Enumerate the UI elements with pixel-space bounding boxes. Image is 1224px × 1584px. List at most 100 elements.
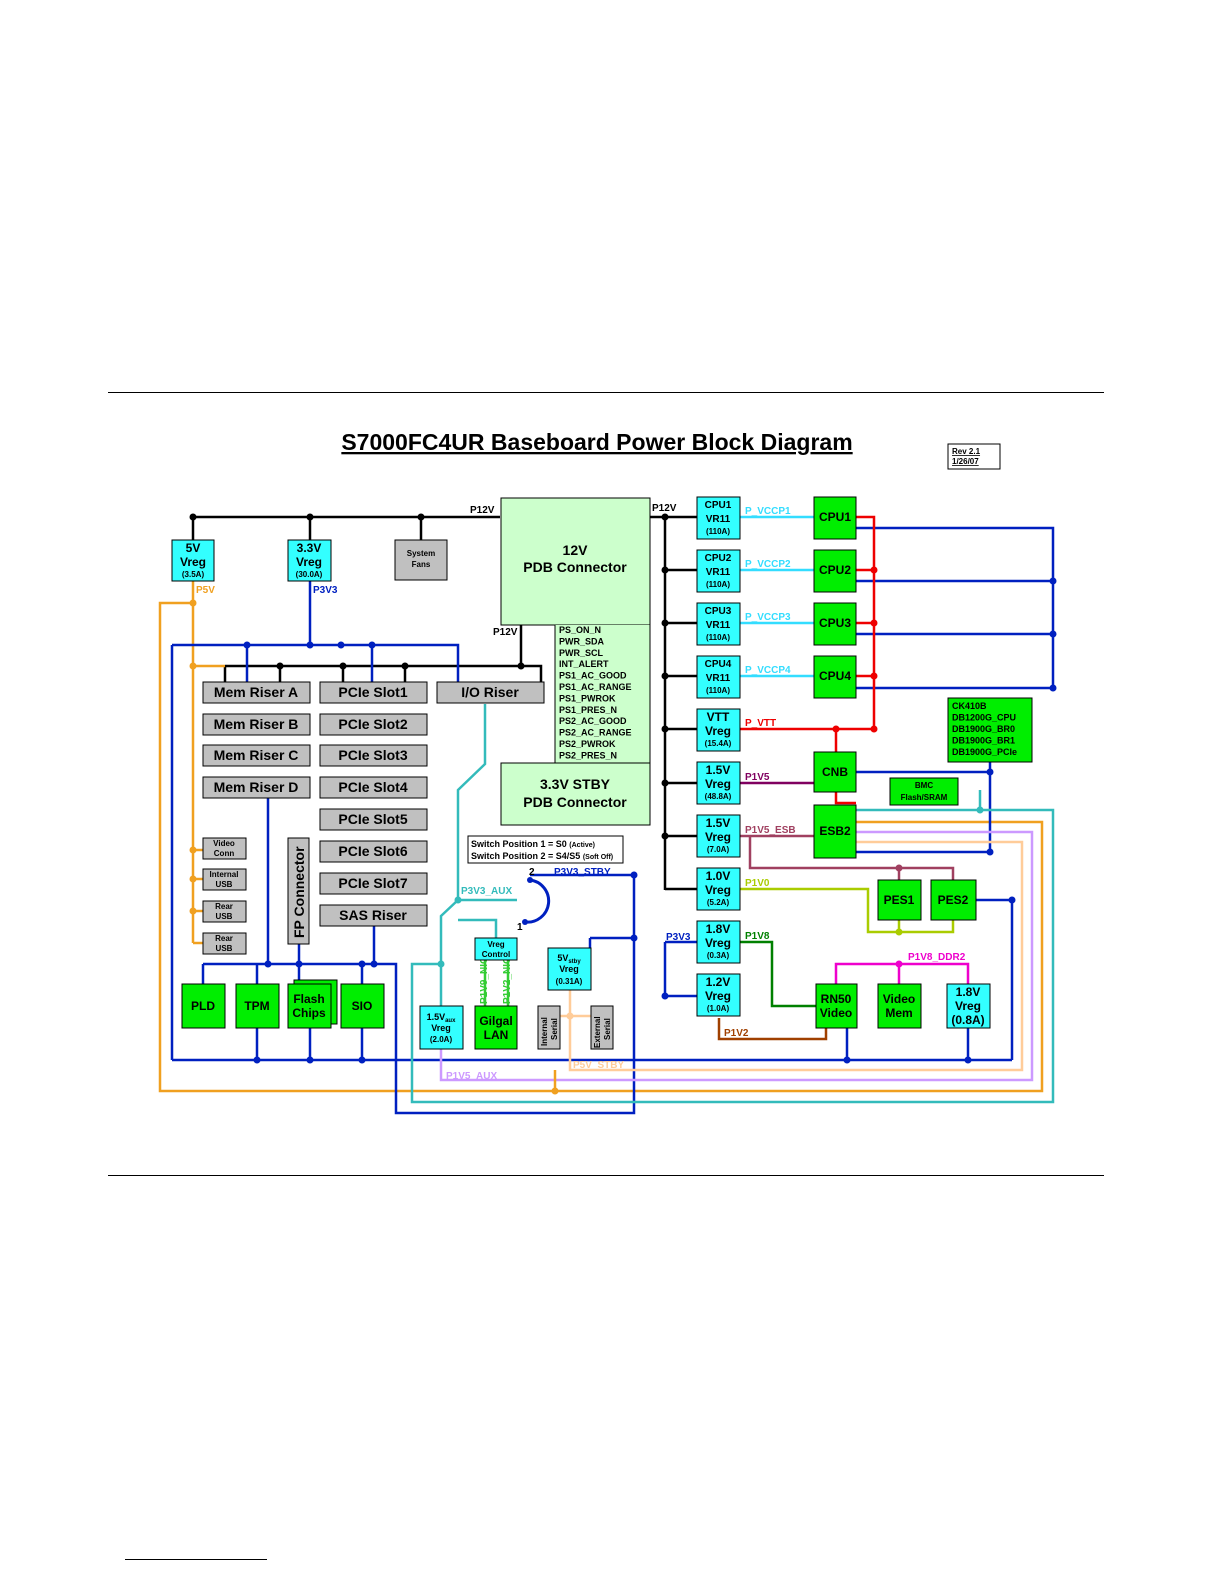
switch-contact-2 [527, 877, 533, 883]
external-serial-line2: Serial [603, 1018, 612, 1040]
net-label-p1v5-esb: P1V5_ESB [745, 825, 796, 836]
rn50-video: RN50 Video [815, 983, 858, 1029]
cpu-vr-line2: VR11 [706, 673, 731, 684]
mem-riser-c-label: Mem Riser C [214, 747, 299, 763]
switch-arc [524, 878, 551, 924]
cpu-vr-group: CPU1VR11(110A)CPU1CPU2VR11(110A)CPU2CPU3… [696, 496, 857, 699]
pdb-signal: PWR_SDA [559, 636, 605, 646]
cpu-chip [813, 602, 857, 646]
net-label-p12v-mid: P12V [493, 627, 518, 638]
pdb-signal: PS2_AC_GOOD [559, 716, 627, 726]
tpm-chip: TPM [235, 983, 280, 1029]
cpu-vr [696, 549, 741, 593]
vreg-control-line1: Vreg [487, 940, 504, 949]
cpu-chip-label: CPU2 [819, 563, 851, 577]
rn50-line1: RN50 [821, 992, 852, 1006]
cpu-vr-line1: CPU1 [705, 500, 732, 511]
net-label-p3v3: P3V3 [313, 585, 338, 596]
right-vreg [696, 708, 741, 752]
cpu-vr-line3: (110A) [706, 527, 730, 536]
io-riser-label: I/O Riser [461, 684, 519, 700]
mem-riser-b: Mem Riser B [202, 713, 311, 736]
cpu-vr-line1: CPU3 [705, 606, 732, 617]
right-vreg-line2: Vreg [705, 724, 731, 738]
system-fans-line2: Fans [412, 560, 431, 569]
vreg-5v-line1: 5V [186, 541, 201, 555]
net-label-p1v0: P1V0 [745, 878, 770, 889]
switch-contact-1 [522, 919, 528, 925]
cpu-chip-label: CPU3 [819, 616, 851, 630]
internal-serial-line1: Internal [540, 1017, 549, 1046]
net-label-p5v: P5V [196, 585, 215, 596]
right-vreg-line1: 1.8V [706, 922, 731, 936]
mem-riser-c: Mem Riser C [202, 744, 311, 767]
pdb-stby-line2: PDB Connector [523, 794, 627, 810]
pdb-signal: PS2_PWROK [559, 739, 616, 749]
net-label-p1v2-nic: P1V2_NIC [502, 957, 513, 1004]
cnb-chip: CNB [813, 751, 857, 793]
rear-usb-1-line2: USB [216, 912, 233, 921]
cpu-vr [696, 602, 741, 646]
esb2-chip: ESB2 [813, 804, 857, 859]
gilgal-line1: Gilgal [479, 1014, 512, 1028]
vreg-5v-line2: Vreg [180, 555, 206, 569]
wire-p1v2 [717, 1018, 828, 1041]
pcie-slot-7-label: PCIe Slot7 [338, 875, 407, 891]
vreg-control: Vreg Control [474, 937, 518, 961]
cpu-chip-label: CPU1 [819, 510, 851, 524]
net-label-p1v5: P1V5 [745, 772, 770, 783]
pes2-chip: PES2 [930, 879, 977, 921]
cpu-vr-line3: (110A) [706, 633, 730, 642]
internal-usb-line2: USB [216, 880, 233, 889]
video-mem-line1: Video [883, 992, 915, 1006]
vreg-5v-stby-line1: 5V [557, 953, 568, 963]
bmc-line2: Flash/SRAM [901, 793, 948, 802]
pdb-stby-connector: 3.3V STBY PDB Connector [500, 762, 651, 826]
vreg-3v3-line1: 3.3V [297, 541, 322, 555]
page-rule-top [108, 392, 1104, 393]
right-vreg [696, 761, 741, 805]
clock-line: DB1900G_PCIe [952, 747, 1017, 757]
switch-position-2: 2 [529, 867, 535, 878]
mem-riser-d-label: Mem Riser D [214, 779, 299, 795]
pcie-slot-4-label: PCIe Slot4 [338, 779, 407, 795]
right-vreg-line3: (7.0A) [707, 845, 730, 854]
fp-connector-label: FP Connector [291, 846, 307, 938]
pes1-chip: PES1 [877, 879, 922, 921]
pes1-label: PES1 [884, 893, 915, 907]
wire-vccp [740, 515, 814, 678]
cpu-vr-line2: VR11 [706, 620, 731, 631]
vreg-1v5-aux-line2: Vreg [431, 1023, 451, 1033]
switch-note-1b: (Active) [569, 842, 595, 849]
fp-connector: FP Connector [287, 837, 310, 945]
right-vreg-group: VTTVreg(15.4A)1.5VVreg(48.8A)1.5VVreg(7.… [696, 708, 741, 1017]
wire-nic [483, 960, 510, 1006]
cpu-chip [813, 655, 857, 699]
flash-chips: Flash Chips [287, 979, 338, 1029]
vreg-5v-line3: (3.5A) [182, 570, 205, 579]
external-serial: External Serial [590, 1005, 614, 1050]
right-vreg-line2: Vreg [705, 936, 731, 950]
wire-aux [410, 704, 1055, 1104]
diagram-title: S7000FC4UR Baseboard Power Block Diagram [341, 429, 852, 455]
net-label-p5v-stby: P5V_STBY [573, 1060, 624, 1071]
right-vreg-line1: 1.5V [706, 816, 731, 830]
pcie-slot-1: PCIe Slot1 [319, 681, 428, 704]
pld-chip: PLD [181, 983, 226, 1029]
revision-line2: 1/26/07 [952, 457, 979, 466]
sio-label: SIO [352, 999, 373, 1013]
net-label-vccp3: P_VCCP3 [745, 612, 791, 623]
video-conn-line2: Conn [214, 849, 235, 858]
vreg-1v8-video-line3: (0.8A) [951, 1013, 984, 1027]
vreg-1v8-video-line2: Vreg [955, 999, 981, 1013]
svg-text:Switch Position 1 = S0 (Active: Switch Position 1 = S0 (Active) [471, 839, 595, 849]
flash-chips-line2: Chips [292, 1006, 326, 1020]
cpu-chip-label: CPU4 [819, 669, 851, 683]
vreg-1v5-aux-line1: 1.5V [427, 1012, 446, 1022]
net-label-p1v8-ddr2: P1V8_DDR2 [908, 952, 966, 963]
clock-line: CK410B [952, 701, 987, 711]
right-vreg [696, 814, 741, 858]
wire-p1v5-aux [439, 830, 1034, 1082]
wire-p1v8 [740, 940, 816, 1008]
